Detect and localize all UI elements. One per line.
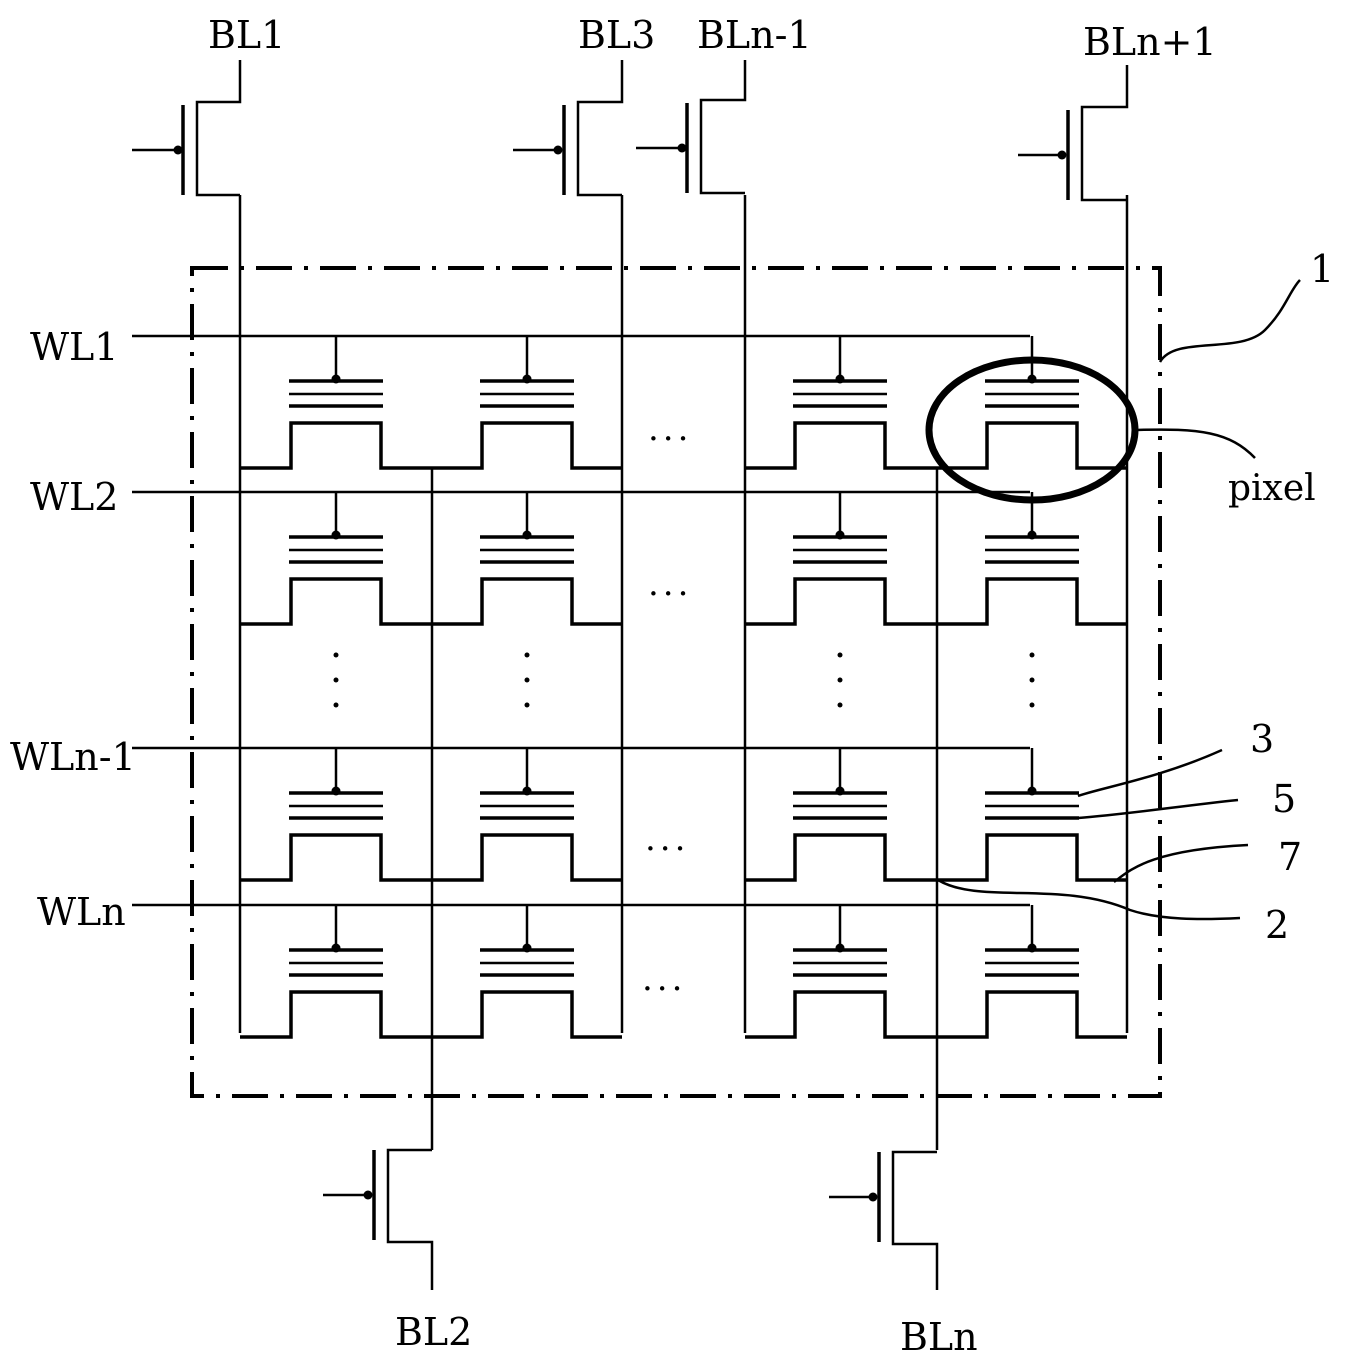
ellipsis-row-1: ... (648, 409, 692, 449)
memory-cell (745, 336, 937, 470)
callout-5: 5 (1272, 777, 1296, 821)
callout-7: 7 (1278, 835, 1302, 879)
callout-3: 3 (1250, 717, 1274, 761)
vertical-dot (837, 702, 843, 708)
pixel-highlight-ellipse (925, 356, 1139, 504)
select-transistor-bln+1 (1018, 65, 1129, 202)
memory-cell (240, 905, 432, 1039)
bitline-rails (238, 195, 1129, 1150)
memory-cells (240, 336, 1127, 1039)
vertical-dot (837, 677, 843, 683)
vertical-dot (1029, 652, 1035, 658)
memory-cell (432, 748, 622, 882)
vertical-dot (837, 652, 843, 658)
ellipsis-markers: ... ... ... ... (642, 409, 692, 999)
memory-cell (745, 748, 937, 882)
memory-cell (240, 748, 432, 882)
memory-cell (745, 905, 937, 1039)
select-transistor-bl3 (513, 60, 624, 197)
vertical-dot (524, 652, 530, 658)
select-transistor-bl2 (323, 1148, 434, 1290)
vertical-dot (333, 652, 339, 658)
label-bl1: BL1 (208, 13, 285, 57)
label-wl1: WL1 (30, 325, 118, 369)
ellipsis-row-4: ... (642, 959, 686, 999)
vertical-dot (333, 677, 339, 683)
ellipsis-row-3: ... (645, 819, 689, 859)
memory-cell (240, 336, 432, 470)
wordlines (132, 334, 1030, 907)
memory-cell (937, 336, 1127, 470)
vertical-dot (1029, 702, 1035, 708)
array-region-boundary (190, 266, 1162, 1098)
label-wl2: WL2 (30, 475, 118, 519)
memory-cell (937, 748, 1127, 882)
vertical-ellipsis-markers (333, 652, 1035, 708)
memory-cell (937, 492, 1127, 626)
label-bl2: BL2 (395, 1310, 472, 1354)
memory-cell (432, 492, 622, 626)
vertical-dot (524, 677, 530, 683)
callout-pixel: pixel (1228, 468, 1316, 509)
select-transistor-bln (829, 1150, 939, 1290)
vertical-dot (333, 702, 339, 708)
callout-leaders (937, 279, 1301, 921)
vertical-dot (524, 702, 530, 708)
callout-2: 2 (1265, 903, 1289, 947)
vertical-dot (1029, 677, 1035, 683)
label-bln-1: BLn-1 (697, 13, 812, 57)
callout-1: 1 (1310, 247, 1334, 291)
memory-cell (745, 492, 937, 626)
label-bln: BLn (900, 1315, 978, 1359)
memory-cell (432, 336, 622, 470)
memory-cell (240, 492, 432, 626)
label-wln-1: WLn-1 (10, 735, 136, 779)
memory-cell (937, 905, 1127, 1039)
label-bln+1: BLn+1 (1083, 20, 1217, 64)
select-transistor-bl1 (132, 60, 242, 197)
memory-cell (432, 905, 622, 1039)
select-transistor-bln-1 (636, 60, 747, 195)
label-bl3: BL3 (578, 13, 655, 57)
ellipsis-row-2: ... (648, 564, 692, 604)
label-wln: WLn (37, 890, 126, 934)
